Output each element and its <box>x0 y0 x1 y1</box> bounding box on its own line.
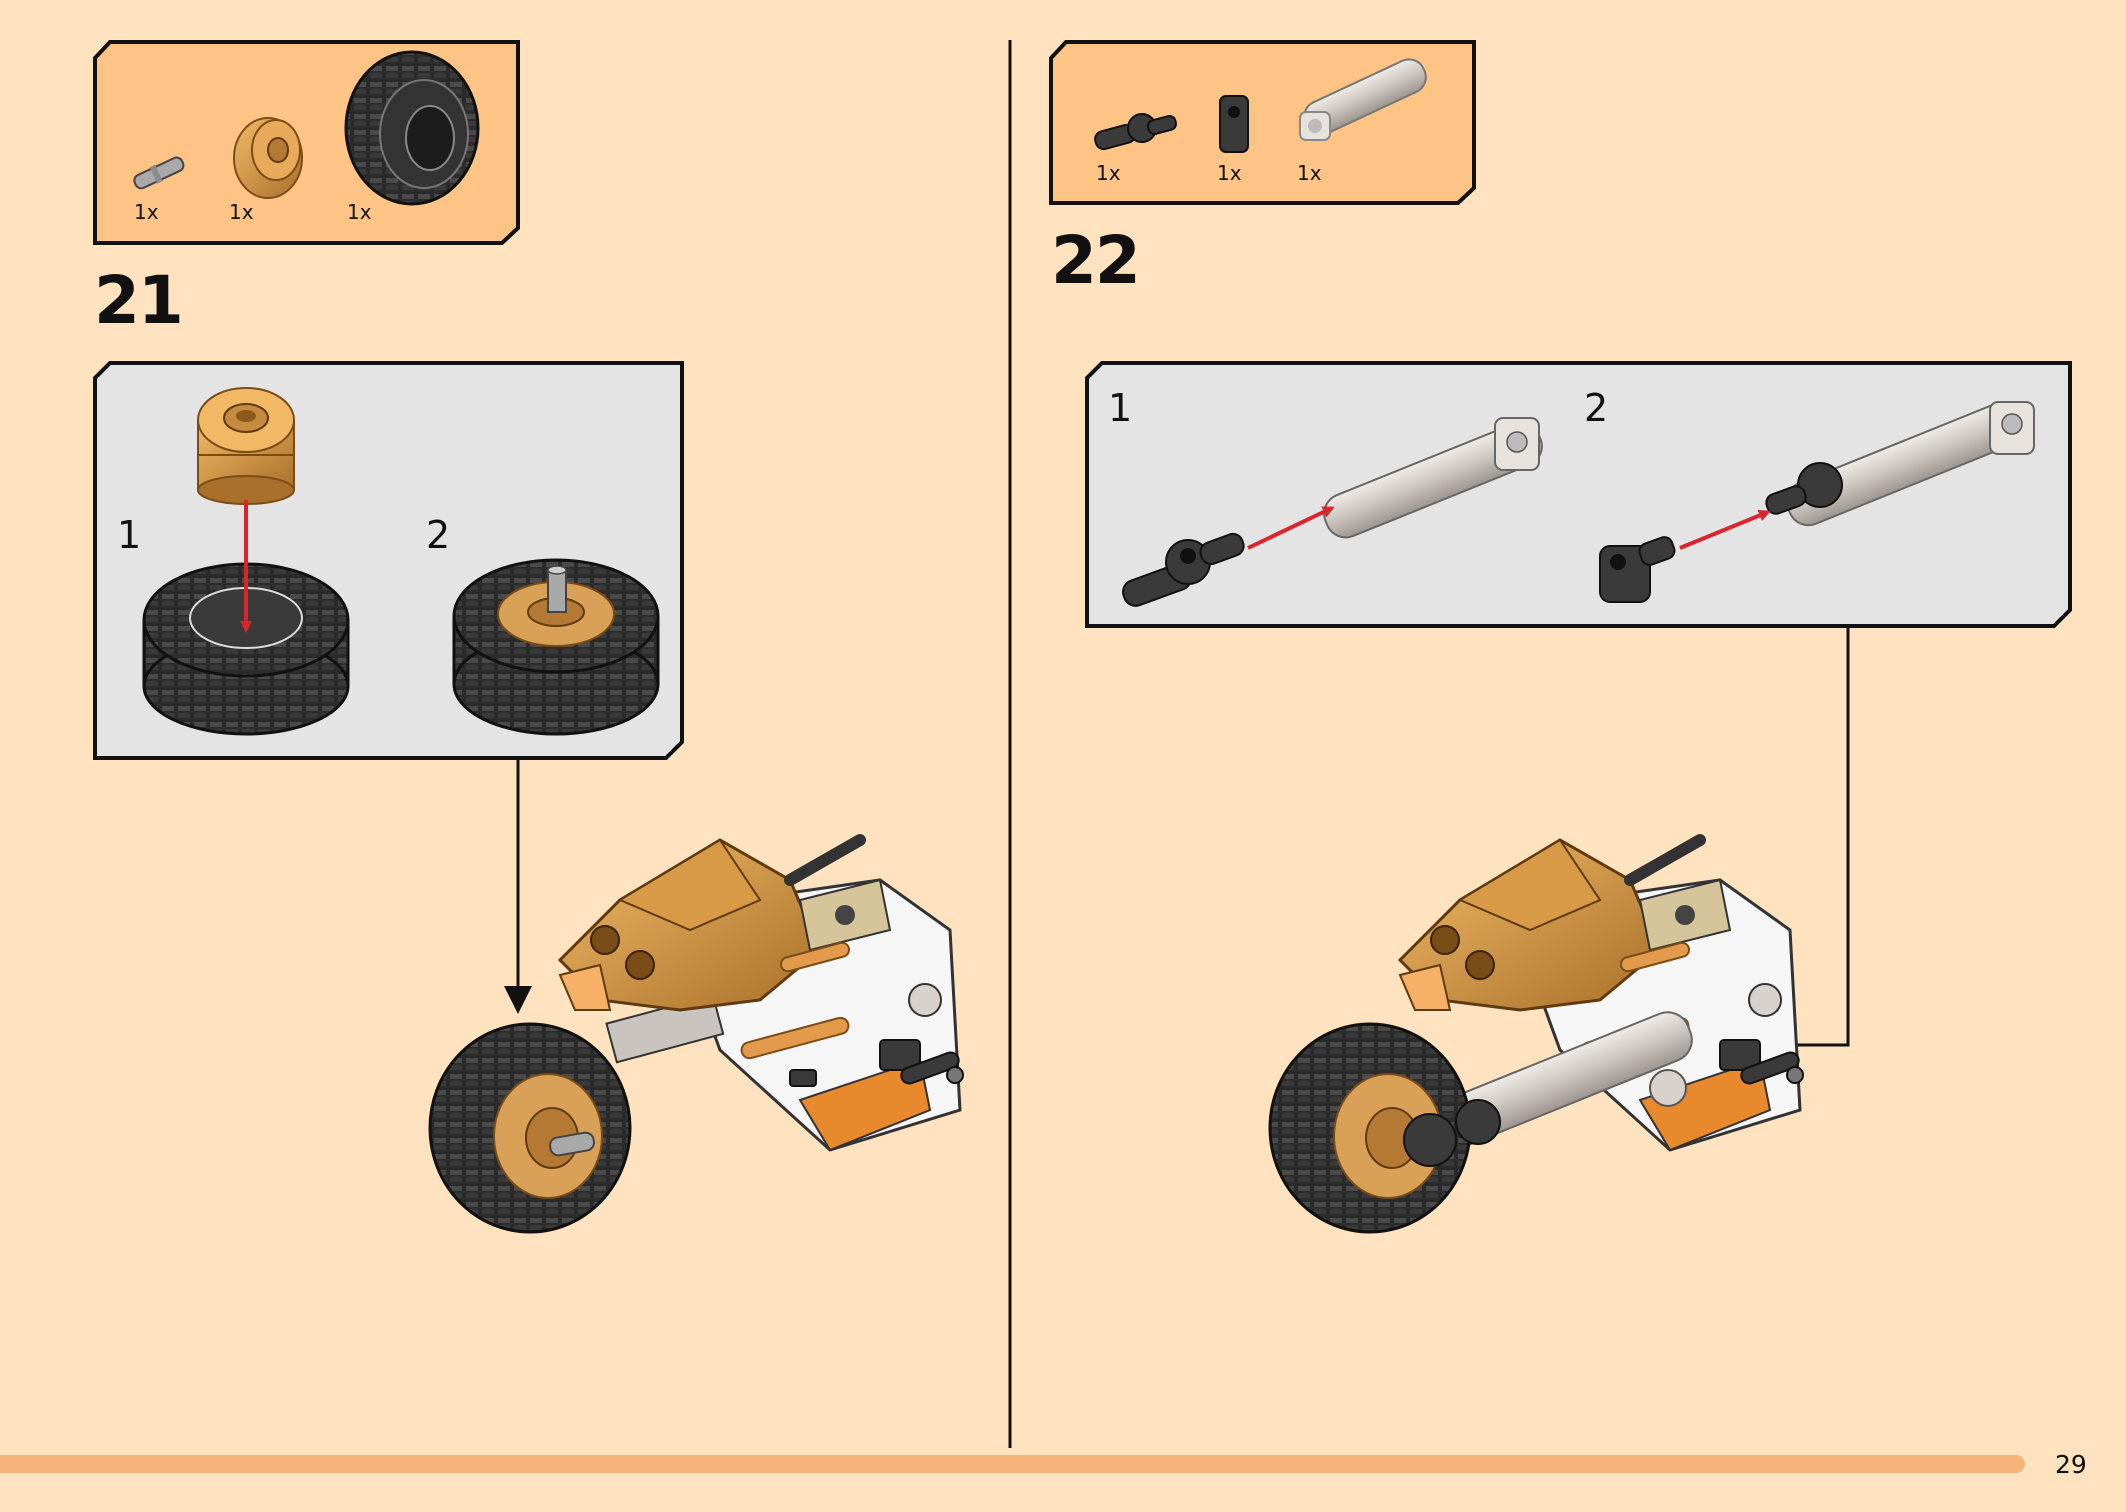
step22-sub2-red-arrow <box>1679 509 1771 550</box>
step22-part-pin-connector <box>1219 95 1249 153</box>
page-progress-bar <box>0 1455 2025 1473</box>
step21-substep-1: 1 <box>117 513 142 557</box>
step22-part-pin-connector-qty: 1x <box>1217 161 1242 185</box>
step22-callout-box <box>1085 361 2072 628</box>
step21-substep-2: 2 <box>426 513 451 557</box>
step22-number: 22 <box>1051 222 1141 299</box>
step21-part-tyre <box>344 50 480 206</box>
step21-part-rim-qty: 1x <box>229 200 254 224</box>
step22-substep-2: 2 <box>1584 386 1609 430</box>
step21-part-rim <box>233 117 303 199</box>
step21-part-pin <box>133 156 185 190</box>
step21-sub2-wheel <box>452 558 660 736</box>
step22-sub1-red-arrow <box>1247 506 1335 550</box>
step22-sub1-tube <box>1323 417 1543 539</box>
step21-number: 21 <box>94 262 184 339</box>
step22-sub1-connector <box>1122 532 1245 607</box>
step22-substep-1: 1 <box>1108 386 1133 430</box>
page-number: 29 <box>2055 1450 2087 1479</box>
step21-sub1-rim <box>197 387 295 505</box>
step22-part-axle-connector <box>1094 113 1177 151</box>
step21-model <box>428 834 964 1234</box>
step22-part-axle-connector-qty: 1x <box>1096 161 1121 185</box>
step21-part-tyre-qty: 1x <box>347 200 372 224</box>
step21-part-pin-qty: 1x <box>134 200 159 224</box>
step22-model <box>1268 834 1804 1234</box>
step22-part-tube <box>1299 58 1427 141</box>
step22-sub2-connector <box>1599 536 1676 603</box>
step22-sub2-tube <box>1765 401 2035 527</box>
step22-part-tube-qty: 1x <box>1297 161 1322 185</box>
